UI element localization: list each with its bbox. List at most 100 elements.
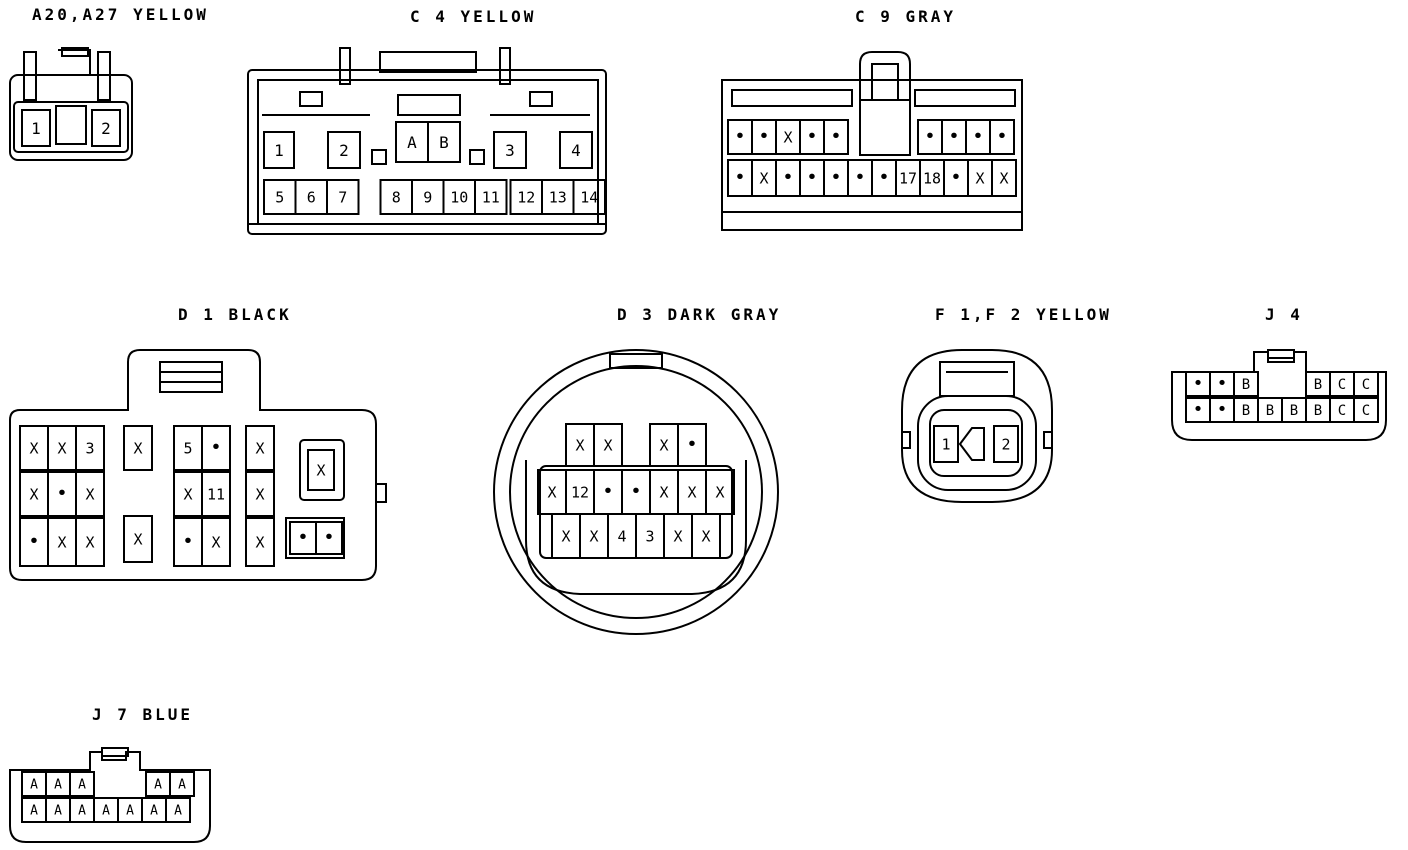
j4-pin-cell <box>1353 371 1379 397</box>
d1-pin-cell <box>75 517 105 567</box>
j4-pin-label: B <box>1266 403 1274 419</box>
d1-pin-cell <box>245 471 275 517</box>
d1-pin-label: X <box>85 533 94 551</box>
j7-pin-cell <box>165 797 191 823</box>
d1-pin-label: X <box>133 530 142 548</box>
connector-a20 <box>9 47 133 161</box>
c4-pin-label: 5 <box>275 188 284 206</box>
j7-pin-label: A <box>78 804 86 819</box>
d1-pin-label: X <box>85 485 94 503</box>
d1-pin-cell <box>245 425 275 471</box>
c4-pin-cell <box>493 131 527 169</box>
j7-pin-label: A <box>78 778 86 793</box>
j7-title: J 7 BLUE <box>92 705 194 724</box>
d3-pin-cell <box>593 423 623 467</box>
c4-pin-cell <box>559 131 593 169</box>
d3-pin-label: 12 <box>571 483 589 501</box>
c9-pin-label: • <box>830 125 841 147</box>
d1-pin-label: 11 <box>207 485 225 503</box>
c4-pin-label: B <box>439 133 449 152</box>
c9-pin-label: • <box>758 125 769 147</box>
d1-pin-label: • <box>323 526 334 548</box>
d1-pin-cell <box>245 517 275 567</box>
d1-pin-cell <box>75 425 105 471</box>
d3-pin-label: 4 <box>617 527 626 545</box>
d3-pin-label: X <box>701 527 710 545</box>
c4-pin-cell <box>572 179 606 215</box>
d3-pin-label: X <box>659 483 668 501</box>
d3-pin-label: X <box>575 436 584 454</box>
c9-pin-label: • <box>782 166 793 188</box>
d1-pin-cell <box>201 517 231 567</box>
j7-pin-label: A <box>54 804 62 819</box>
j4-pin-label: • <box>1217 373 1228 394</box>
d3-pin-label: X <box>715 483 724 501</box>
f1-pin-label: 2 <box>1001 435 1010 453</box>
j7-pin-label: A <box>30 804 38 819</box>
j4-title: J 4 <box>1265 305 1303 324</box>
c4-pin-label: 2 <box>339 141 349 160</box>
c9-pin-cell <box>823 119 849 155</box>
d1-pin-label: X <box>57 533 66 551</box>
d3-pin-label: 3 <box>645 527 654 545</box>
d3-pin-cell <box>677 423 707 467</box>
connector-f1 <box>901 349 1053 503</box>
c4-pin-label: 11 <box>482 188 500 206</box>
d3-pin-label: X <box>561 527 570 545</box>
j4-pin-label: C <box>1362 377 1370 393</box>
j4-pin-label: B <box>1314 377 1322 393</box>
j4-pin-label: B <box>1242 377 1250 393</box>
c9-pin-label: • <box>806 166 817 188</box>
d1-pin-label: X <box>29 485 38 503</box>
connector-c9 <box>721 51 1023 231</box>
c4-pin-cell <box>327 131 361 169</box>
d1-pin-label: X <box>255 439 264 457</box>
d1-pin-label: • <box>297 526 308 548</box>
d1-pin-label: X <box>183 485 192 503</box>
c9-pin-label: X <box>759 169 768 187</box>
c4-pin-cell <box>427 121 461 163</box>
c4-pin-label: 14 <box>580 188 598 206</box>
d3-pin-cell <box>691 513 721 559</box>
c9-pin-label: 17 <box>899 169 917 187</box>
j4-pin-cell <box>1233 371 1259 397</box>
c4-pin-label: 7 <box>338 188 347 206</box>
j4-pin-label: B <box>1242 403 1250 419</box>
j7-pin-label: A <box>178 778 186 793</box>
d3-pin-label: • <box>602 480 613 502</box>
d1-pin-cell <box>315 521 343 555</box>
d3-pin-label: X <box>687 483 696 501</box>
j7-pin-cell <box>69 771 95 797</box>
c9-pin-label: • <box>830 166 841 188</box>
f1-title: F 1,F 2 YELLOW <box>935 305 1112 324</box>
c9-pin-label: • <box>924 125 935 147</box>
d3-pin-label: X <box>547 483 556 501</box>
d1-pin-cell <box>201 471 231 517</box>
a20-title: A20,A27 YELLOW <box>32 5 209 24</box>
c4-pin-cell <box>263 131 295 169</box>
d3-pin-label: X <box>589 527 598 545</box>
c4-pin-cell <box>474 179 508 215</box>
c9-pin-label: • <box>806 125 817 147</box>
d1-pin-label: X <box>255 485 264 503</box>
c9-pin-label: X <box>783 128 792 146</box>
d1-pin-label: X <box>57 439 66 457</box>
d1-pin-label: • <box>28 530 39 552</box>
connector-d3 <box>493 349 779 635</box>
a20-pin-cell <box>21 109 51 147</box>
a20-pin-label: 2 <box>101 119 111 138</box>
j4-pin-cell <box>1353 397 1379 423</box>
c4-pin-label: A <box>407 133 417 152</box>
j4-pin-label: • <box>1217 399 1228 420</box>
j4-pin-label: B <box>1314 403 1322 419</box>
c9-pin-label: • <box>734 166 745 188</box>
c9-pin-label: X <box>999 169 1008 187</box>
c4-pin-label: 9 <box>423 188 432 206</box>
c9-pin-cell <box>991 159 1017 197</box>
c4-pin-label: 8 <box>392 188 401 206</box>
j7-pin-label: A <box>102 804 110 819</box>
c4-pin-label: 3 <box>505 141 515 160</box>
c4-title: C 4 YELLOW <box>410 7 537 26</box>
a20-pin-label: 1 <box>31 119 41 138</box>
d1-pin-cell <box>201 425 231 471</box>
